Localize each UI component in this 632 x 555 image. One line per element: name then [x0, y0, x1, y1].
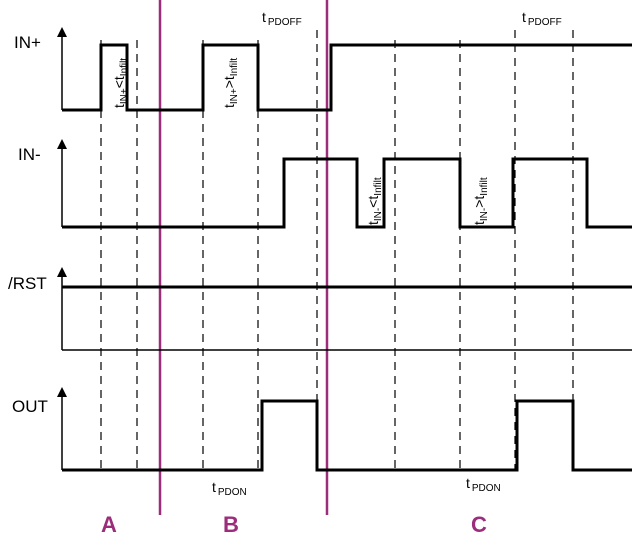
in-plus-waveform	[62, 43, 632, 112]
signal-label-rst: /RST	[8, 274, 47, 293]
region-label-b: B	[223, 512, 239, 537]
in-minus-waveform	[62, 157, 632, 229]
signal-label-in-plus: IN+	[14, 33, 41, 52]
signal-label-out: OUT	[12, 397, 48, 416]
timing-guides	[100, 30, 574, 470]
annotation-in-plus-short: tIN+<tInfilt	[111, 58, 130, 108]
region-label-c: C	[471, 512, 487, 537]
annotation-in-minus-long: tIN->tInfilt	[471, 177, 490, 225]
out-waveform	[62, 399, 632, 472]
annotation-in-plus-long: tIN+>tInfilt	[221, 58, 240, 108]
region-label-a: A	[101, 512, 117, 537]
annotation-in-minus-short: tIN-<tInfilt	[365, 177, 384, 225]
signal-label-in-minus: IN-	[18, 145, 41, 164]
